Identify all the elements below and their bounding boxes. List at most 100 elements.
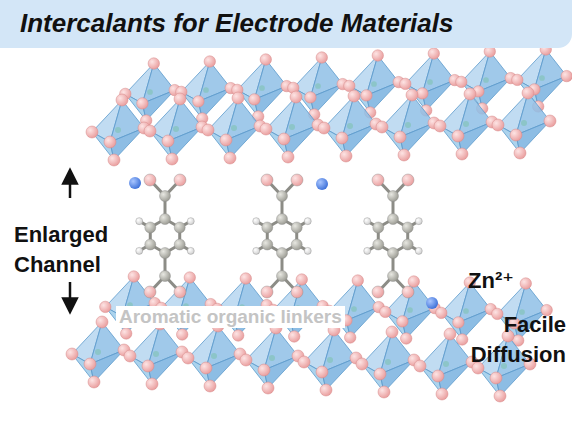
oxygen-sphere [444,328,456,340]
oxygen-sphere [398,149,410,161]
oxygen-sphere [452,130,464,142]
oxygen-sphere [121,328,132,339]
oxygen-sphere [320,384,332,396]
oxygen-sphere [414,360,426,372]
atom-sphere [261,286,273,298]
oxygen-sphere [148,58,159,69]
metal-center [351,306,357,312]
atom-sphere [262,239,273,250]
oxygen-sphere [260,54,271,65]
oxygen-sphere [492,308,503,319]
metal-center [259,85,265,91]
oxygen-sphere [406,89,418,101]
metal-center [483,77,489,83]
oxygen-sphere [510,129,522,141]
oxygen-sphere [378,386,390,398]
oxygen-sphere [352,275,363,286]
oxygen-sphere [174,93,186,105]
oxygen-sphere [394,131,406,143]
oxygen-sphere [434,120,446,132]
atom-sphere [160,271,171,282]
oxygen-sphere [544,115,556,127]
metal-center [95,349,101,355]
atom-sphere [253,247,260,254]
atom-sphere [144,286,156,298]
oxygen-sphere [316,366,328,378]
oxygen-sphere [124,350,136,362]
octahedron [124,318,188,390]
atom-sphere [277,191,288,202]
oxygen-sphere [88,376,100,388]
metal-center [203,87,209,93]
metal-center [315,83,321,89]
oxygen-sphere [428,48,439,59]
oxygen-sphere [408,276,419,287]
oxygen-sphere [166,153,178,165]
oxygen-sphere [104,136,116,148]
oxygen-sphere [66,348,78,360]
channel-label: Enlarged Channel [14,220,134,280]
metal-center [427,79,433,85]
oxygen-sphere [144,125,156,137]
oxygen-sphere [336,132,348,144]
oxygen-sphere [204,380,216,392]
atom-sphere [145,239,156,250]
diffusion-label: Facile Diffusion [451,310,566,370]
atom-sphere [304,247,311,254]
atom-sphere [304,218,311,225]
octahedron [100,271,161,339]
oxygen-sphere [453,317,464,328]
oxygen-sphere [193,96,204,107]
atom-sphere [291,222,302,233]
atom-sphere [402,222,413,233]
metal-center [115,127,121,133]
octahedron [298,324,362,396]
atom-sphere [262,222,273,233]
atom-sphere [388,248,399,259]
oxygen-sphere [142,360,154,372]
metal-center [463,121,469,127]
oxygen-sphere [520,278,531,289]
atom-sphere [187,218,194,225]
oxygen-sphere [232,92,244,104]
title-text: Intercalants for Electrode Materials [20,8,453,39]
atom-sphere [373,222,384,233]
oxygen-sphere [457,334,468,345]
oxygen-sphere [116,94,128,106]
atom-sphere [160,214,171,225]
oxygen-sphere [240,273,251,284]
oxygen-sphere [202,124,214,136]
oxygen-sphere [305,92,316,103]
atom-sphere [277,248,288,259]
oxygen-sphere [177,329,188,340]
atom-sphere [160,191,171,202]
metal-center [405,122,411,128]
atom-sphere [277,214,288,225]
atom-sphere [136,218,143,225]
oxygen-sphere [128,271,139,282]
oxygen-sphere [184,272,195,283]
metal-center [269,355,275,361]
atom-sphere [364,218,371,225]
oxygen-sphere [361,90,372,101]
oxygen-sphere [492,119,504,131]
oxygen-sphere [318,122,330,134]
atom-sphere [291,239,302,250]
metal-center [327,357,333,363]
atom-sphere [174,174,186,186]
octahedron [144,93,208,165]
metal-center [385,359,391,365]
arrow-down [69,282,72,306]
atom-sphere [187,247,194,254]
oxygen-sphere [224,152,236,164]
oxygen-sphere [278,133,290,145]
oxygen-sphere [356,358,368,370]
octahedron [376,89,440,161]
atom-sphere [372,174,384,186]
metal-center [539,75,545,81]
oxygen-sphere [522,87,534,99]
atom-sphere [160,248,171,259]
oxygen-sphere [376,121,388,133]
oxygen-sphere [220,134,232,146]
metal-center [231,125,237,131]
